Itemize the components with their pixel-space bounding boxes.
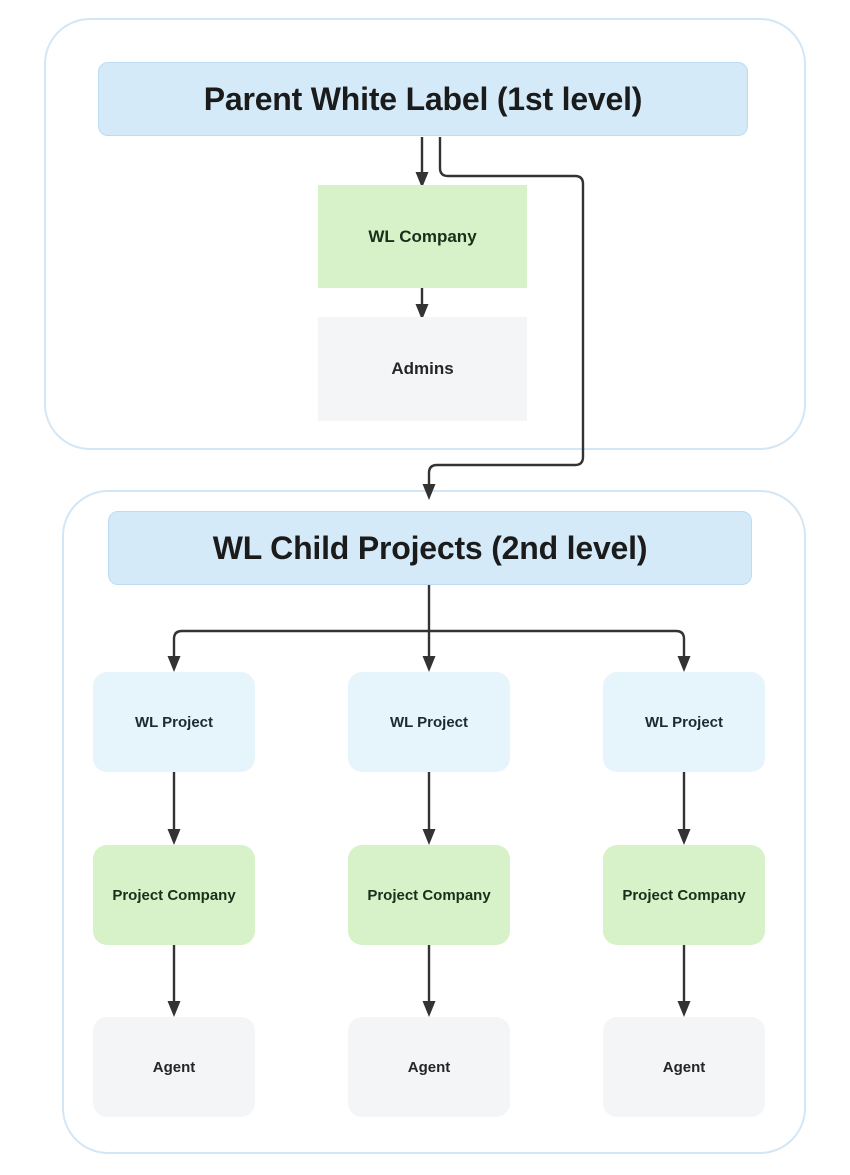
node-wl-company[interactable]: WL Company [318,185,527,288]
node-wl-project-3[interactable]: WL Project [603,672,765,772]
node-wl-project-1[interactable]: WL Project [93,672,255,772]
node-agent-2[interactable]: Agent [348,1017,510,1117]
section-header-parent-white-label[interactable]: Parent White Label (1st level) [98,62,748,136]
node-project-company-1[interactable]: Project Company [93,845,255,945]
section-header-wl-child-projects[interactable]: WL Child Projects (2nd level) [108,511,752,585]
node-agent-3[interactable]: Agent [603,1017,765,1117]
node-admins[interactable]: Admins [318,317,527,421]
node-agent-1[interactable]: Agent [93,1017,255,1117]
node-project-company-3[interactable]: Project Company [603,845,765,945]
node-project-company-2[interactable]: Project Company [348,845,510,945]
node-wl-project-2[interactable]: WL Project [348,672,510,772]
